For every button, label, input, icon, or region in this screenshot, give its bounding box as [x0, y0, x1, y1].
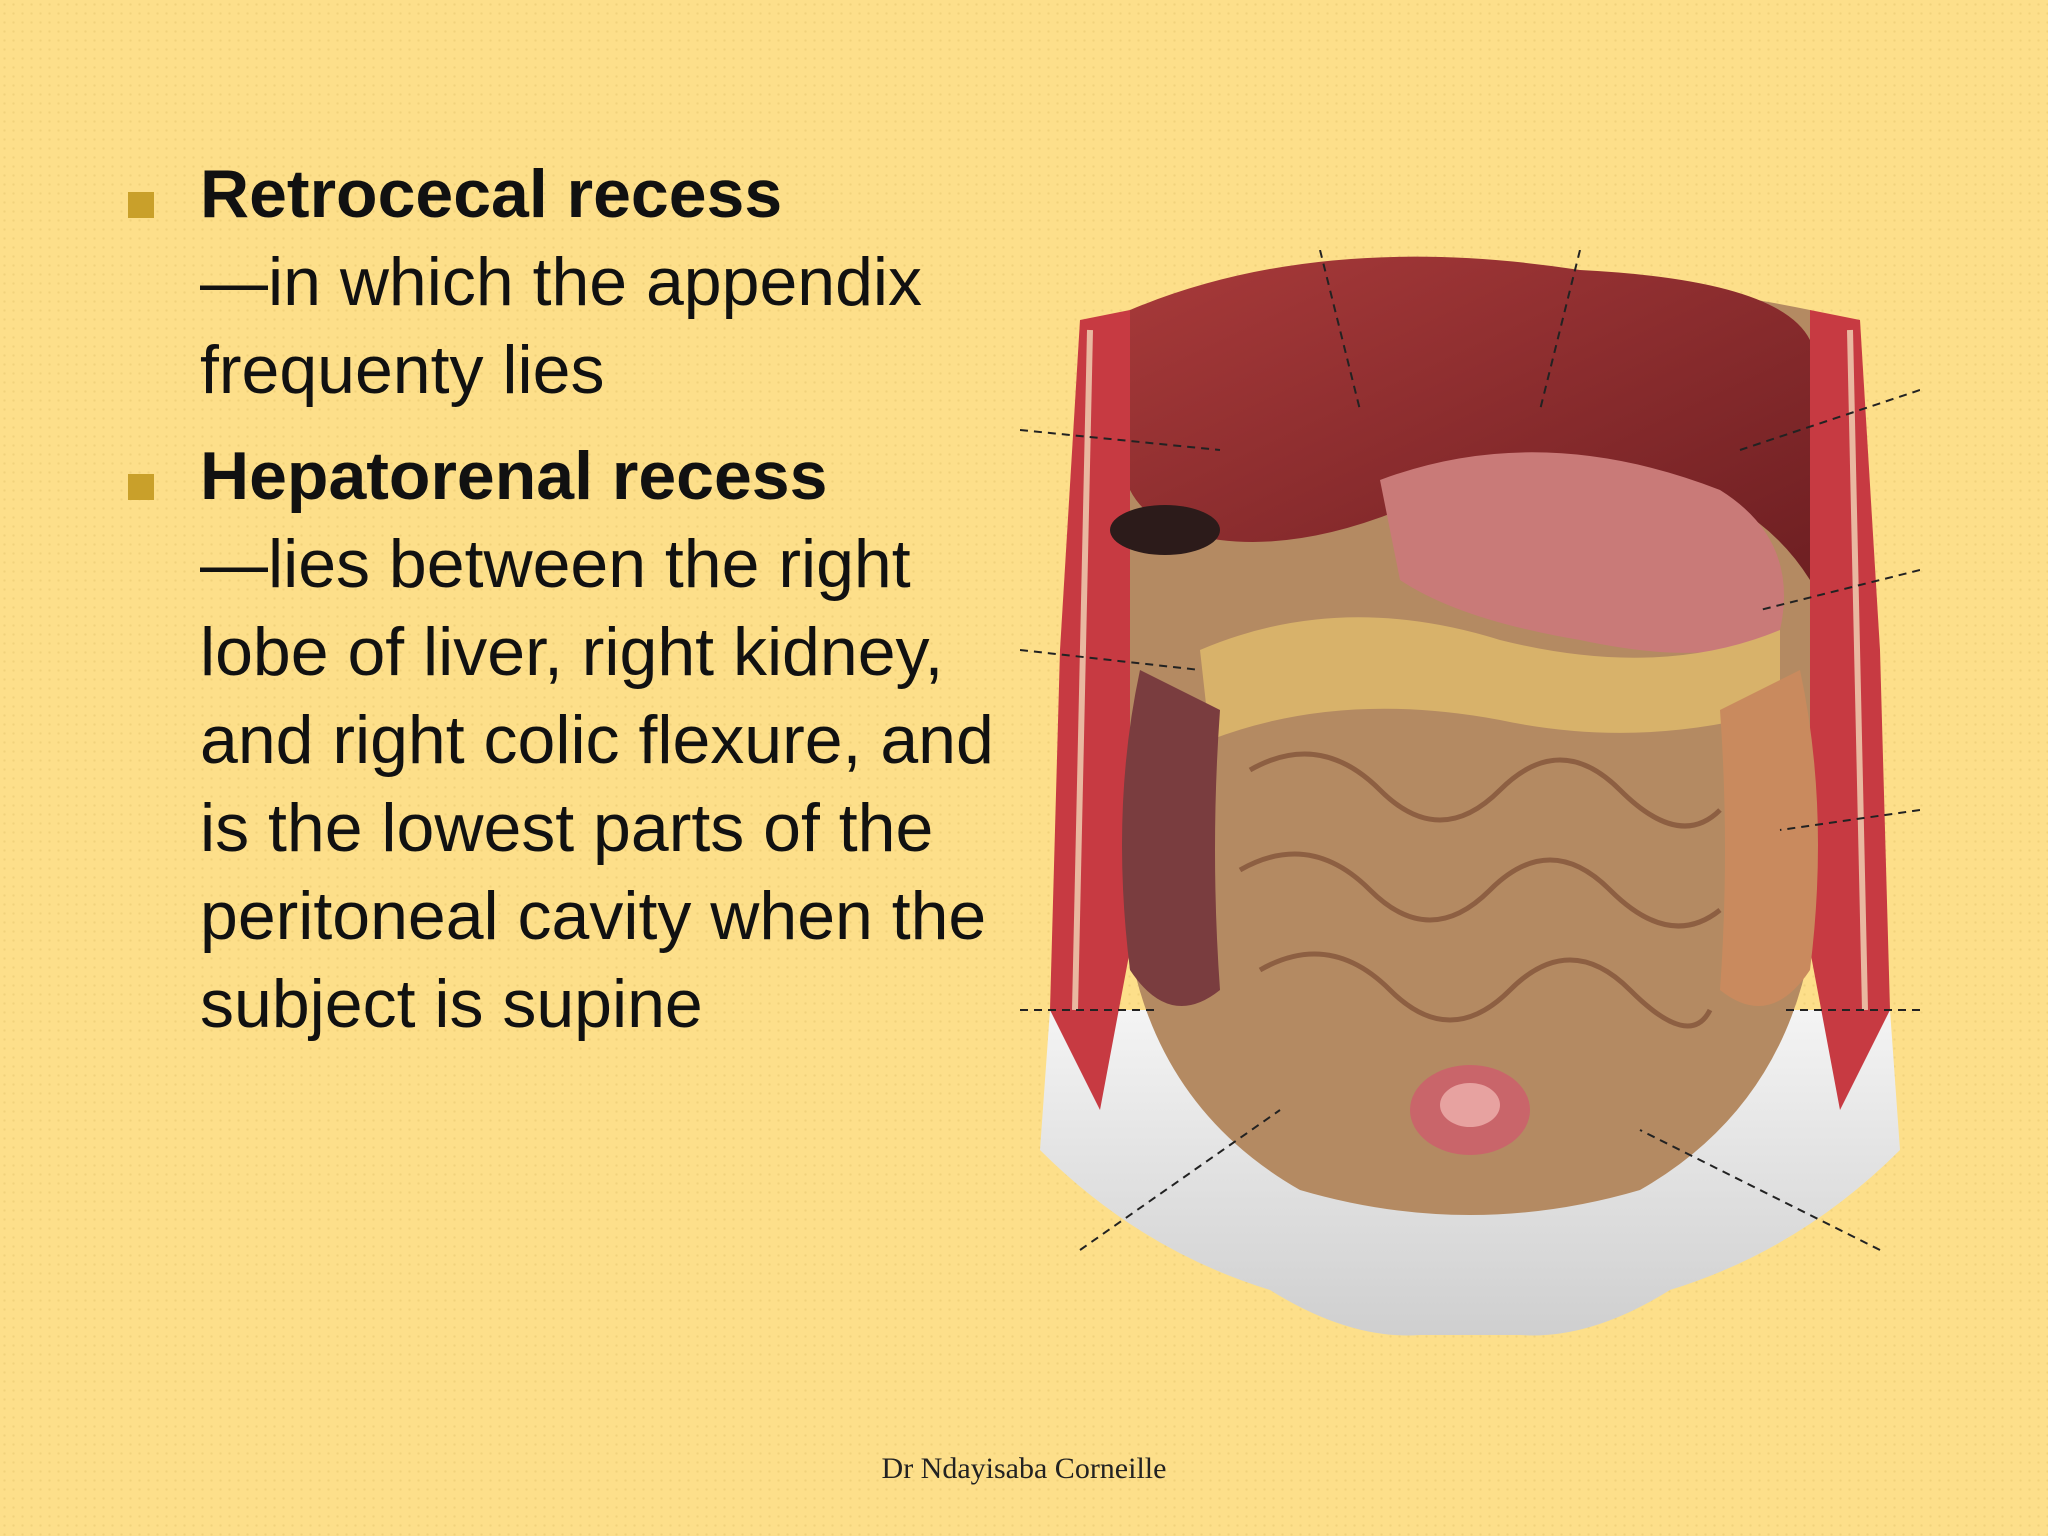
- transverse-colon-shape: [1200, 617, 1780, 740]
- bullet-list: Retrocecal recess —in which the appendix…: [120, 150, 1020, 1066]
- square-bullet-icon: [128, 192, 154, 218]
- footer-author: Dr Ndayisaba Corneille: [881, 1452, 1167, 1485]
- abdominal-anatomy-illustration: [1020, 250, 1920, 1336]
- liver-shape: [1130, 256, 1810, 580]
- bullet-hepatorenal-recess: Hepatorenal recess —lies between the rig…: [120, 432, 1020, 1048]
- small-intestine: [1238, 751, 1722, 1029]
- abdominal-wall-right: [1800, 310, 1890, 1110]
- square-bullet-icon: [128, 474, 154, 500]
- bullet-description: —in which the appendix frequenty lies: [200, 244, 923, 408]
- abdominal-wall-left: [1050, 310, 1140, 1110]
- bullet-title: Retrocecal recess: [200, 156, 783, 232]
- gallbladder-shape: [1110, 505, 1220, 555]
- bullet-description: —lies between the right lobe of liver, r…: [200, 526, 994, 1042]
- stomach-shape: [1380, 452, 1784, 653]
- descending-colon-shape: [1720, 670, 1818, 1006]
- bullet-retrocecal-recess: Retrocecal recess —in which the appendix…: [120, 150, 1020, 414]
- bullet-title: Hepatorenal recess: [200, 438, 828, 514]
- label-leader-lines: [1020, 250, 1920, 1251]
- ascending-colon-shape: [1122, 670, 1220, 1006]
